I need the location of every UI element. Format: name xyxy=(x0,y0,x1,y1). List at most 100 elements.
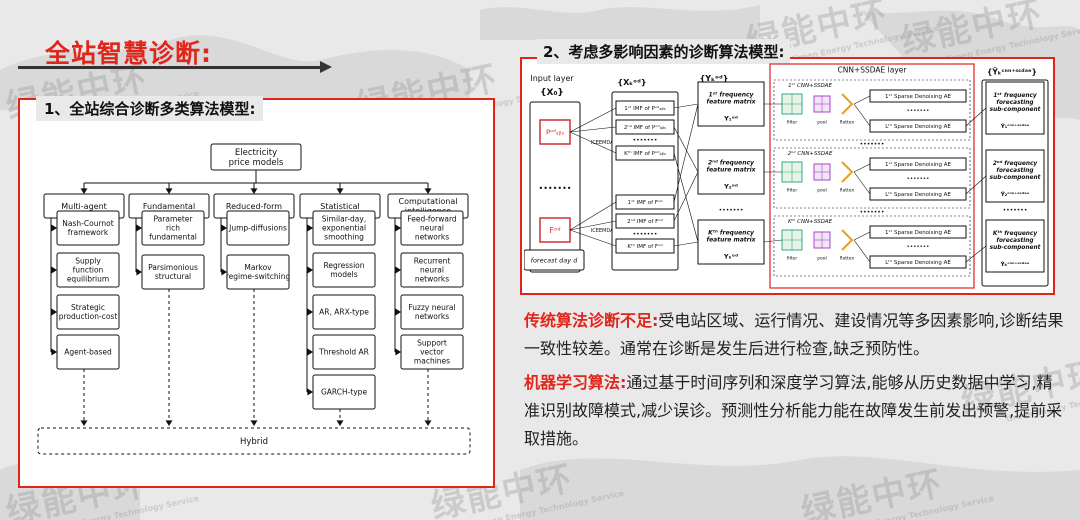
connector xyxy=(673,126,699,173)
flatten-label: flatten xyxy=(840,120,855,126)
dots: ••••••• xyxy=(907,108,930,114)
iceemdan-label-bottom: ICEEMDAN xyxy=(591,228,618,234)
dots: ••••••• xyxy=(907,176,930,182)
filter-label: filter xyxy=(787,188,798,194)
category-label: Multi-agent xyxy=(61,202,107,211)
title-underline xyxy=(18,66,323,69)
leaf-label: Jump-diffusions xyxy=(228,224,287,233)
leaf-node xyxy=(312,210,376,246)
leaf-node xyxy=(400,294,464,330)
connector xyxy=(673,103,699,203)
freq-matrix-node xyxy=(697,219,765,265)
arrow-head xyxy=(395,224,401,232)
freq-matrix-node xyxy=(697,81,765,127)
paragraph-body: 受电站区域、运行情况、建设情况等多因素影响,诊断结果一致性较差。通常在诊断是发生… xyxy=(524,311,1064,358)
arrow-head xyxy=(165,188,173,194)
arrow-head xyxy=(424,420,432,426)
connector xyxy=(569,107,617,133)
freq-vec-label: Yₖᵒᵈ xyxy=(723,252,738,260)
arrow-head xyxy=(221,268,227,276)
leaf-node xyxy=(56,294,120,330)
output-node xyxy=(985,219,1045,273)
arrow-head xyxy=(250,188,258,194)
leaf-node xyxy=(400,334,464,370)
forecast-day-label: forecast day d xyxy=(531,256,579,264)
arrow-head xyxy=(424,188,432,194)
arrow-head xyxy=(307,224,313,232)
imf-label: 2ⁿᵈ IMF of Pᵒᵈₐᵦₛ xyxy=(624,124,666,131)
arrow-head xyxy=(307,348,313,356)
arrow-head xyxy=(221,224,227,232)
yhat-label: {Ŷₖᶜⁿⁿ⁺ˢˢᵈᵃᵉ} xyxy=(987,68,1037,77)
imf-label: Kᵗʰ IMF of Fᵒᵈ xyxy=(627,243,662,250)
arrow-head xyxy=(395,348,401,356)
flatten-shape xyxy=(841,93,854,115)
sda-label: 1ˢᵗ Sparse Denoising AE xyxy=(885,229,951,236)
filter-label: filter xyxy=(787,256,798,262)
forecast-day-box xyxy=(524,249,585,271)
category-label: Reduced-form xyxy=(226,202,282,211)
cnn-ssdae-layer-border xyxy=(769,63,975,289)
arrow-head xyxy=(80,420,88,426)
freq-vec-label: Y₂ᵒᵈ xyxy=(723,182,738,190)
paragraph-label: 机器学习算法: xyxy=(524,373,627,392)
input-top-label: Pᵒᵈₐᵦₛ xyxy=(546,128,565,136)
arrow-head xyxy=(336,420,344,426)
connector xyxy=(763,239,783,243)
arrow-head xyxy=(51,224,57,232)
input-top-box xyxy=(539,119,571,145)
connector xyxy=(569,131,617,154)
cnn-ssdae-diagram: Input layer{X₀}Pᵒᵈₐᵦₛ•••••••Fᵒᵈforecast … xyxy=(524,63,1049,289)
leaf-label: GARCH-type xyxy=(321,388,368,397)
x0-label: {X₀} xyxy=(540,88,564,98)
cnn-block-label: 1ˢᵗ CNN+SSDAE xyxy=(788,82,832,89)
paragraph-label: 传统算法诊断不足: xyxy=(524,311,659,330)
arrow-head xyxy=(136,268,142,276)
pool-label: pool xyxy=(817,120,827,126)
imf-label: 1ˢᵗ IMF of Pᵒᵈₐᵦₛ xyxy=(624,105,666,112)
dots: ••••••• xyxy=(907,244,930,250)
output-vec-label: Ŷₖᶜⁿⁿ⁺ˢˢᵈᵃᵉ xyxy=(1000,261,1030,268)
pool-label: pool xyxy=(817,188,827,194)
leaf-label: AR, ARX-type xyxy=(319,308,369,317)
flatten-label: flatten xyxy=(840,256,855,262)
connector xyxy=(965,107,987,127)
filter-label: filter xyxy=(787,120,798,126)
cnn-layer-label: CNN+SSDAE layer xyxy=(838,66,908,75)
dots: ••••••• xyxy=(1003,207,1028,214)
input-bottom-label: Fᵒᵈ xyxy=(549,226,560,235)
connector xyxy=(853,103,871,127)
sda-label: Lᵗʰ Sparse Denoising AE xyxy=(885,191,951,198)
output-vec-label: Ŷ₂ᶜⁿⁿ⁺ˢˢᵈᵃᵉ xyxy=(1000,191,1030,198)
dots: ••••••• xyxy=(633,231,658,238)
leaf-node xyxy=(312,374,376,410)
leaf-node xyxy=(312,334,376,370)
leaf-node xyxy=(56,210,120,246)
iceemdan-label-top: ICEEMDAN xyxy=(591,140,618,146)
leaf-node xyxy=(141,210,205,246)
connector xyxy=(569,220,617,231)
connector xyxy=(853,171,871,195)
flatten-shape xyxy=(841,161,854,183)
leaf-node xyxy=(226,254,290,290)
paragraph-ml: 机器学习算法:通过基于时间序列和深度学习算法,能够从历史数据中学习,精准识别故障… xyxy=(524,369,1064,453)
arrow-head xyxy=(307,266,313,274)
arrow-head xyxy=(307,308,313,316)
sda-label: Lᵗʰ Sparse Denoising AE xyxy=(885,259,951,266)
arrow-head xyxy=(51,266,57,274)
pool-label: pool xyxy=(817,256,827,262)
arrow-head xyxy=(250,420,258,426)
category-label: Statistical xyxy=(320,202,360,211)
connector xyxy=(853,95,871,105)
connector xyxy=(673,152,699,243)
arrow-head xyxy=(336,188,344,194)
sda-label: 1ˢᵗ Sparse Denoising AE xyxy=(885,93,951,100)
